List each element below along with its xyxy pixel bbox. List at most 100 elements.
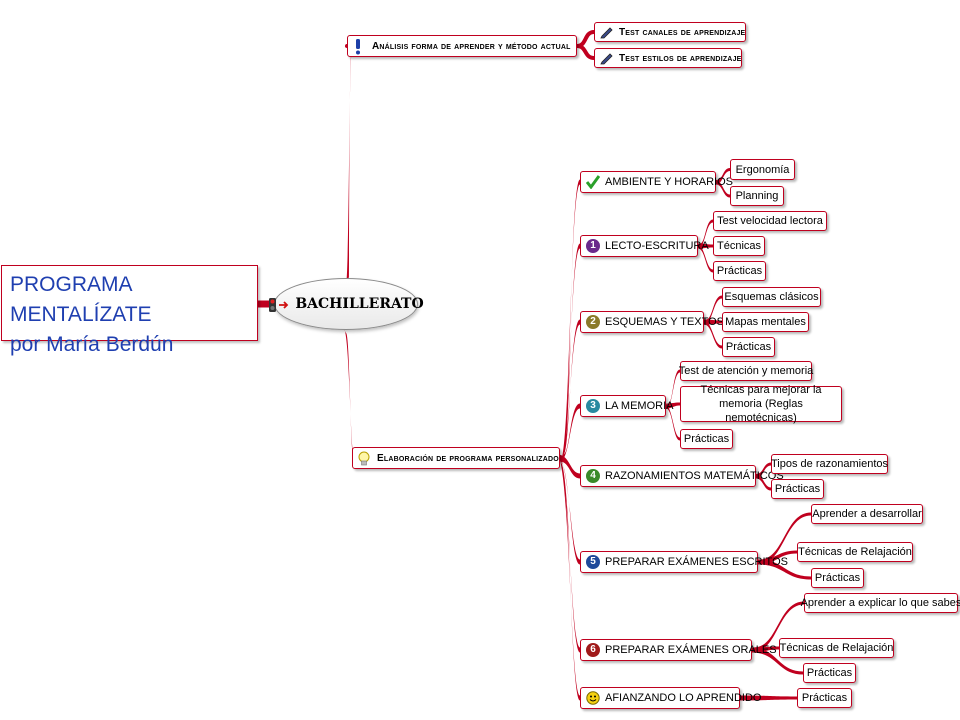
topic-5[interactable]: 4 RAZONAMIENTOS MATEMÁTICOS xyxy=(580,465,784,487)
topic-4-label: LA MEMORIA xyxy=(605,400,674,412)
subtopic-4-1[interactable]: Test de atención y memoria xyxy=(678,361,814,381)
topic-1-label: AMBIENTE Y HORARIOS xyxy=(605,176,733,188)
subtopic-3-1[interactable]: Esquemas clásicos xyxy=(722,287,821,307)
subtopic-2-3[interactable]: Prácticas xyxy=(713,261,766,281)
subtopic-test-2[interactable]: Test estilos de aprendizaje xyxy=(594,48,742,68)
subtopic-6-3[interactable]: Prácticas xyxy=(811,568,864,588)
branch-analysis-child-2 xyxy=(575,44,596,60)
branch-topic-5-child-2 xyxy=(754,473,771,491)
subtopic-3-3-label: Prácticas xyxy=(725,341,772,353)
topic-elaboracion[interactable]: Elaboración de programa personalizado xyxy=(352,447,560,469)
subtopic-3-2-label: Mapas mentales xyxy=(725,316,806,328)
subtopic-4-3-label: Prácticas xyxy=(683,433,730,445)
topic-3[interactable]: 2 ESQUEMAS Y TEXTOS xyxy=(580,311,724,333)
topic-2-label: LECTO-ESCRITURA xyxy=(605,240,709,252)
central-topic[interactable]: BACHILLERATO xyxy=(269,278,424,330)
branch-program-topic-1 xyxy=(560,179,580,462)
branch-topic-1-child-1 xyxy=(716,168,730,185)
branch-topic-4-child-2 xyxy=(666,402,680,409)
subtopic-5-2[interactable]: Prácticas xyxy=(771,479,824,499)
lightbulb-icon xyxy=(358,451,372,466)
branch-topic-6-child-3 xyxy=(757,559,811,580)
subtopic-test-2-label: Test estilos de aprendizaje xyxy=(619,52,742,64)
branch-topic-2-child-1 xyxy=(698,219,713,249)
subtopic-7-2-label: Técnicas de Relajación xyxy=(779,642,894,654)
branch-topic-7-child-3 xyxy=(750,647,803,675)
branch-program-topic-7 xyxy=(556,454,580,653)
branch-topic-6-child-1 xyxy=(758,512,811,565)
topic-7-label: PREPARAR EXÁMENES ORALES xyxy=(605,644,777,656)
branch-topic-8-child-1 xyxy=(740,695,797,701)
root-author: por María Berdún xyxy=(10,333,174,356)
branch-hub-analysis xyxy=(346,44,352,283)
subtopic-7-2[interactable]: Técnicas de Relajación xyxy=(779,638,894,658)
topic-1[interactable]: AMBIENTE Y HORARIOS xyxy=(580,171,733,193)
subtopic-1-1-label: Ergonomía xyxy=(735,163,790,176)
subtopic-4-1-label: Test de atención y memoria xyxy=(678,365,814,377)
subtopic-test-1-label: Test canales de aprendizaje xyxy=(619,26,746,38)
number-1-icon: 1 xyxy=(586,239,600,253)
number-2-icon: 2 xyxy=(586,315,600,329)
branch-topic-4-child-1 xyxy=(666,369,680,409)
subtopic-4-3[interactable]: Prácticas xyxy=(680,429,733,449)
branch-program-topic-5 xyxy=(557,454,580,479)
topic-7[interactable]: 6 PREPARAR EXÁMENES ORALES xyxy=(580,639,777,661)
branch-topic-3-child-2 xyxy=(704,319,722,325)
subtopic-8-1[interactable]: Prácticas xyxy=(797,688,852,708)
topic-4[interactable]: 3 LA MEMORIA xyxy=(580,395,673,417)
checkmark-icon xyxy=(585,175,601,190)
branch-topic-5-child-1 xyxy=(756,462,771,479)
branch-topic-2-child-2 xyxy=(698,243,713,249)
subtopic-3-1-label: Esquemas clásicos xyxy=(724,291,819,303)
subtopic-7-3-label: Prácticas xyxy=(806,667,853,679)
root-title: PROGRAMA MENTALÍZATE xyxy=(10,273,152,326)
subtopic-2-1-label: Test velocidad lectora xyxy=(717,215,823,227)
subtopic-2-2-label: Técnicas xyxy=(716,240,762,252)
subtopic-7-3[interactable]: Prácticas xyxy=(803,663,856,683)
pencil-icon xyxy=(600,25,614,39)
subtopic-3-3[interactable]: Prácticas xyxy=(722,337,775,357)
subtopic-6-3-label: Prácticas xyxy=(814,572,861,584)
subtopic-8-1-label: Prácticas xyxy=(801,692,848,704)
subtopic-4-2-label: Técnicas para mejorar la memoria (Reglas… xyxy=(700,384,822,424)
subtopic-1-2-label: Planning xyxy=(735,190,779,202)
traffic-light-arrow-icon xyxy=(268,297,289,312)
subtopic-5-2-label: Prácticas xyxy=(774,483,821,495)
central-topic-label: BACHILLERATO xyxy=(295,296,424,312)
topic-analisis[interactable]: Análisis forma de aprender y método actu… xyxy=(347,35,577,57)
branch-program-topic-8 xyxy=(556,454,580,701)
branch-program-topic-3 xyxy=(560,319,580,462)
subtopic-5-1[interactable]: Tipos de razonamientos xyxy=(771,454,888,474)
subtopic-2-1[interactable]: Test velocidad lectora xyxy=(713,211,827,231)
subtopic-4-2[interactable]: Técnicas para mejorar la memoria (Reglas… xyxy=(680,384,842,424)
number-5-icon: 5 xyxy=(586,555,600,569)
root-topic[interactable]: PROGRAMA MENTALÍZATE por María Berdún xyxy=(1,265,258,356)
topic-3-label: ESQUEMAS Y TEXTOS xyxy=(605,316,725,328)
branch-topic-1-child-2 xyxy=(714,179,730,198)
subtopic-test-1[interactable]: Test canales de aprendizaje xyxy=(594,22,746,42)
subtopic-1-1[interactable]: Ergonomía xyxy=(730,159,795,180)
branch-analysis-child-1 xyxy=(575,30,596,48)
subtopic-3-2[interactable]: Mapas mentales xyxy=(722,312,809,332)
branch-program-topic-4 xyxy=(560,403,580,462)
subtopic-6-2[interactable]: Técnicas de Relajación xyxy=(797,542,913,562)
subtopic-1-2[interactable]: Planning xyxy=(730,186,784,206)
topic-6[interactable]: 5 PREPARAR EXÁMENES ESCRITOS xyxy=(580,551,788,573)
subtopic-7-1[interactable]: Aprender a explicar lo que sabes xyxy=(800,593,960,613)
topic-6-label: PREPARAR EXÁMENES ESCRITOS xyxy=(605,556,788,568)
subtopic-7-1-label: Aprender a explicar lo que sabes xyxy=(800,597,960,609)
topic-5-label: RAZONAMIENTOS MATEMÁTICOS xyxy=(605,470,784,482)
subtopic-6-1[interactable]: Aprender a desarrollar xyxy=(811,504,923,524)
topic-2[interactable]: 1 LECTO-ESCRITURA xyxy=(580,235,709,257)
branch-program-topic-2 xyxy=(560,243,580,462)
topic-8-label: AFIANZANDO LO APRENDIDO xyxy=(605,692,762,704)
subtopic-2-2[interactable]: Técnicas xyxy=(713,236,765,256)
number-6-icon: 6 xyxy=(586,643,600,657)
number-4-icon: 4 xyxy=(586,469,600,483)
subtopic-2-3-label: Prácticas xyxy=(716,265,763,277)
exclamation-icon xyxy=(353,39,367,55)
topic-8[interactable]: AFIANZANDO LO APRENDIDO xyxy=(580,687,761,709)
number-3-icon: 3 xyxy=(586,399,600,413)
branch-topic-7-child-1 xyxy=(752,601,804,653)
